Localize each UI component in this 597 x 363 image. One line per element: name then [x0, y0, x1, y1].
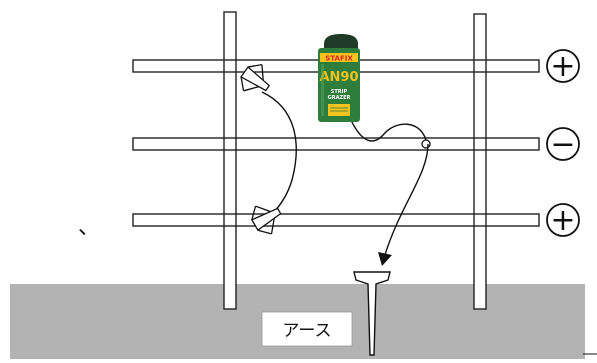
fence-post-left [223, 11, 237, 310]
energizer-model: AN90 [319, 70, 358, 85]
polarity-circle-middle: − [546, 127, 580, 162]
ground-label-box: アース [261, 311, 353, 347]
ground-label: アース [282, 321, 331, 341]
wire-connection-point [421, 139, 431, 149]
energizer-subtitle-1: STRIP [331, 89, 348, 95]
earth-lead-arrowhead [378, 252, 392, 266]
fence-post-right [473, 13, 487, 310]
polarity-circle-bottom: + [546, 203, 580, 238]
polarity-sign-bottom: + [550, 203, 575, 238]
alligator-clip-top [240, 63, 271, 92]
energizer-cap [324, 34, 358, 50]
energizer-subtitle-2: GRAZER [328, 95, 351, 101]
polarity-circle-top: + [546, 49, 580, 84]
energizer-body [318, 48, 360, 122]
stray-mark: 、 [78, 215, 100, 240]
polarity-sign-top: + [550, 49, 575, 84]
energizer-product: STAFIX AN90 STRIP GRAZER [318, 34, 360, 122]
energizer-lead-to-wire [349, 117, 427, 142]
polarity-sign-middle: − [550, 127, 575, 162]
ground-stake [353, 271, 391, 356]
jumper-lead [261, 91, 297, 215]
alligator-clip-bottom [250, 205, 282, 235]
earth-lead [383, 143, 429, 259]
energizer-brand: STAFIX [325, 55, 353, 63]
